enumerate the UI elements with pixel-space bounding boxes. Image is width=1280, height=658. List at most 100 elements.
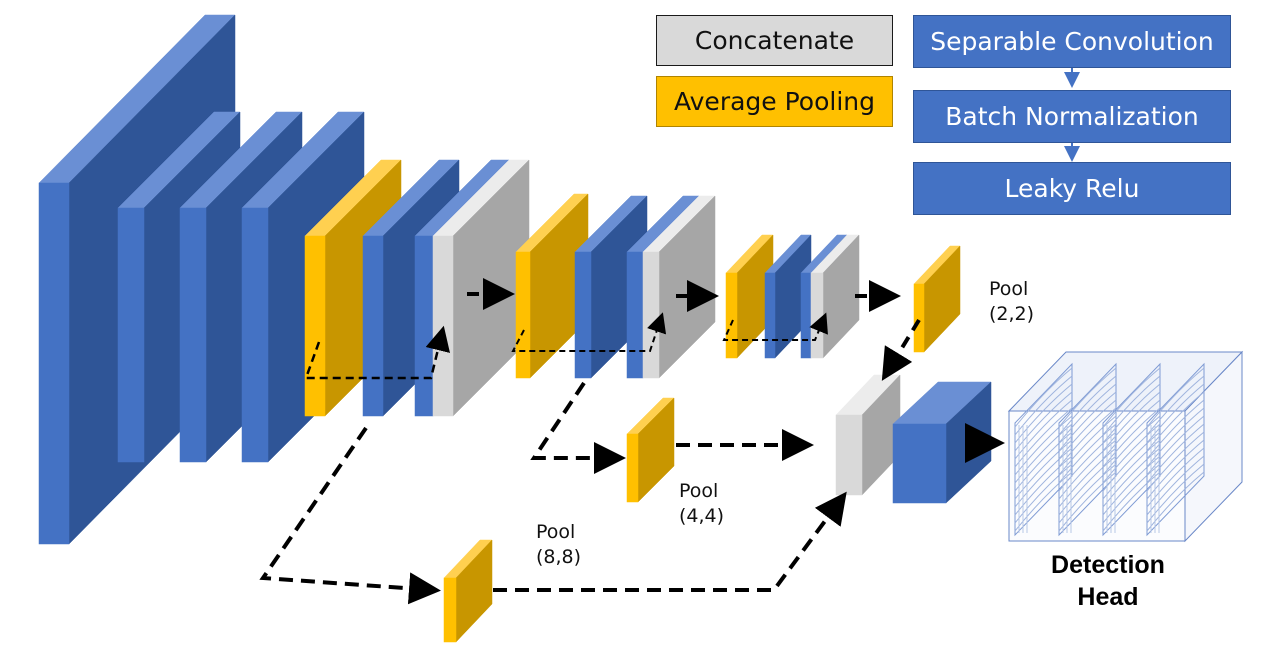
- detection-head-slab: [1058, 362, 1117, 537]
- pool-4-line1: Pool: [679, 480, 719, 502]
- detection-head-grid-line: [1102, 367, 1161, 428]
- legend-separable-convolution-label: Separable Convolution: [930, 27, 1214, 56]
- detection-head-grid-line: [1014, 407, 1073, 468]
- detection-head-grid-line: [1014, 439, 1073, 500]
- detection-head-slab: [1014, 362, 1073, 537]
- pool-4-line2: (4,4): [679, 505, 725, 527]
- detection-head-grid-line: [1014, 447, 1073, 508]
- detection-head-grid-line: [1014, 367, 1073, 428]
- detection-head-grid-line: [1146, 431, 1205, 492]
- detection-head-grid-line: [1014, 391, 1073, 452]
- pool-2-line1: Pool: [989, 278, 1029, 300]
- detection-head-grid-line: [1146, 463, 1205, 524]
- detection-head-label: Detection Head: [1028, 549, 1188, 613]
- skip-arrow-3: [722, 312, 828, 341]
- detection-head-grid-line: [1058, 463, 1117, 524]
- detection-head-grid-line: [1014, 455, 1073, 516]
- detection-head-grid-line: [1102, 431, 1161, 492]
- pool-8-block: [443, 539, 493, 643]
- detection-head-grid-line: [1102, 407, 1161, 468]
- detection-head-grid-line: [1102, 439, 1161, 500]
- pool-2-block: [913, 245, 961, 353]
- conv-block-8-front: [626, 251, 644, 379]
- legend-leaky-relu-label: Leaky Relu: [1004, 174, 1140, 203]
- skip-arrow-2: [511, 312, 667, 352]
- concat-block-2-front: [642, 251, 660, 379]
- pool-2-label: Pool (2,2): [989, 277, 1034, 327]
- branch-arrow-pool8-out: [493, 491, 847, 592]
- conv-block-3-front: [179, 207, 207, 463]
- pool-block-3-front: [725, 272, 738, 359]
- detection-head-grid-line: [1146, 455, 1205, 516]
- detection-head-grid-line: [1058, 439, 1117, 500]
- conv-block-6-front: [414, 235, 434, 417]
- detection-head-grid-line: [1102, 399, 1161, 460]
- detection-head-grid-line: [1014, 383, 1073, 444]
- detection-head-grid-line: [1058, 423, 1117, 484]
- branch-arrow-pool8: [259, 426, 441, 605]
- detection-head-grid-line: [1058, 471, 1117, 532]
- pool-4-label: Pool (4,4): [679, 479, 724, 529]
- detection-head-grid-line: [1058, 391, 1117, 452]
- concat-block-2: [642, 195, 716, 379]
- detection-head-grid-line: [1058, 375, 1117, 436]
- detection-head-grid-line: [1014, 415, 1073, 476]
- detection-head-grid-line: [1058, 415, 1117, 476]
- detection-head-grid-line: [1102, 455, 1161, 516]
- detection-head-grid-line: [1146, 439, 1205, 500]
- conv-block-1-front: [38, 182, 70, 545]
- concat-block-3: [810, 234, 860, 359]
- concat-final: [835, 374, 901, 496]
- detection-head-grid-line: [1058, 431, 1117, 492]
- detection-head-grid-line: [1146, 375, 1205, 436]
- pool-block-3: [725, 234, 774, 359]
- detection-head-grid-line: [1058, 455, 1117, 516]
- legend-batch-normalization: Batch Normalization: [913, 90, 1231, 143]
- pool-2-block-front: [913, 283, 925, 353]
- detection-head-slab: [1146, 362, 1205, 537]
- detection-head-grid-line: [1058, 367, 1117, 428]
- pool-block-2: [515, 193, 589, 379]
- detection-head-grid-line: [1014, 399, 1073, 460]
- concat-block-1-front: [432, 235, 454, 417]
- detection-head-grid-line: [1102, 423, 1161, 484]
- conv-block-4-front: [241, 207, 269, 463]
- legend-average-pooling: Average Pooling: [656, 76, 893, 127]
- legend-concatenate-label: Concatenate: [694, 26, 855, 55]
- skip-arrow-1: [304, 325, 450, 380]
- detection-head-grid-line: [1102, 375, 1161, 436]
- detection-head-grid-line: [1058, 383, 1117, 444]
- conv-block-9-front: [764, 272, 776, 359]
- detection-head-grid-line: [1014, 423, 1073, 484]
- legend-concatenate: Concatenate: [656, 15, 893, 66]
- pool-8-line2: (8,8): [536, 546, 582, 568]
- detection-head-grid-line: [1014, 375, 1073, 436]
- conv-final-front: [892, 423, 947, 504]
- pool-2-line2: (2,2): [989, 303, 1035, 325]
- detection-head-grid-line: [1146, 391, 1205, 452]
- detection-head-grid-line: [1146, 367, 1205, 428]
- detection-head-grid-line: [1146, 423, 1205, 484]
- detection-head-grid-line: [1102, 383, 1161, 444]
- conv-block-2-front: [117, 207, 145, 463]
- conv-block-10-front: [800, 272, 812, 359]
- legend-leaky-relu: Leaky Relu: [913, 162, 1231, 215]
- detection-head-grid-line: [1014, 471, 1073, 532]
- detection-head-grid-line: [1146, 407, 1205, 468]
- conv-block-7-front: [574, 251, 592, 379]
- pool-8-block-front: [443, 577, 457, 643]
- pool-4-block-front: [626, 433, 639, 503]
- pool-block-2-front: [515, 251, 531, 379]
- detection-head-grid-line: [1102, 447, 1161, 508]
- detection-head-line1: Detection: [1051, 551, 1165, 579]
- detection-head-slab-face: [1146, 362, 1205, 537]
- detection-head-grid-line: [1102, 471, 1161, 532]
- detection-head-grid-line: [1102, 415, 1161, 476]
- detection-head-grid-line: [1058, 399, 1117, 460]
- concat-final-front: [835, 414, 863, 496]
- detection-head-grid-line: [1058, 447, 1117, 508]
- conv-block-5-front: [362, 235, 384, 417]
- detection-head-cube: [1007, 350, 1244, 543]
